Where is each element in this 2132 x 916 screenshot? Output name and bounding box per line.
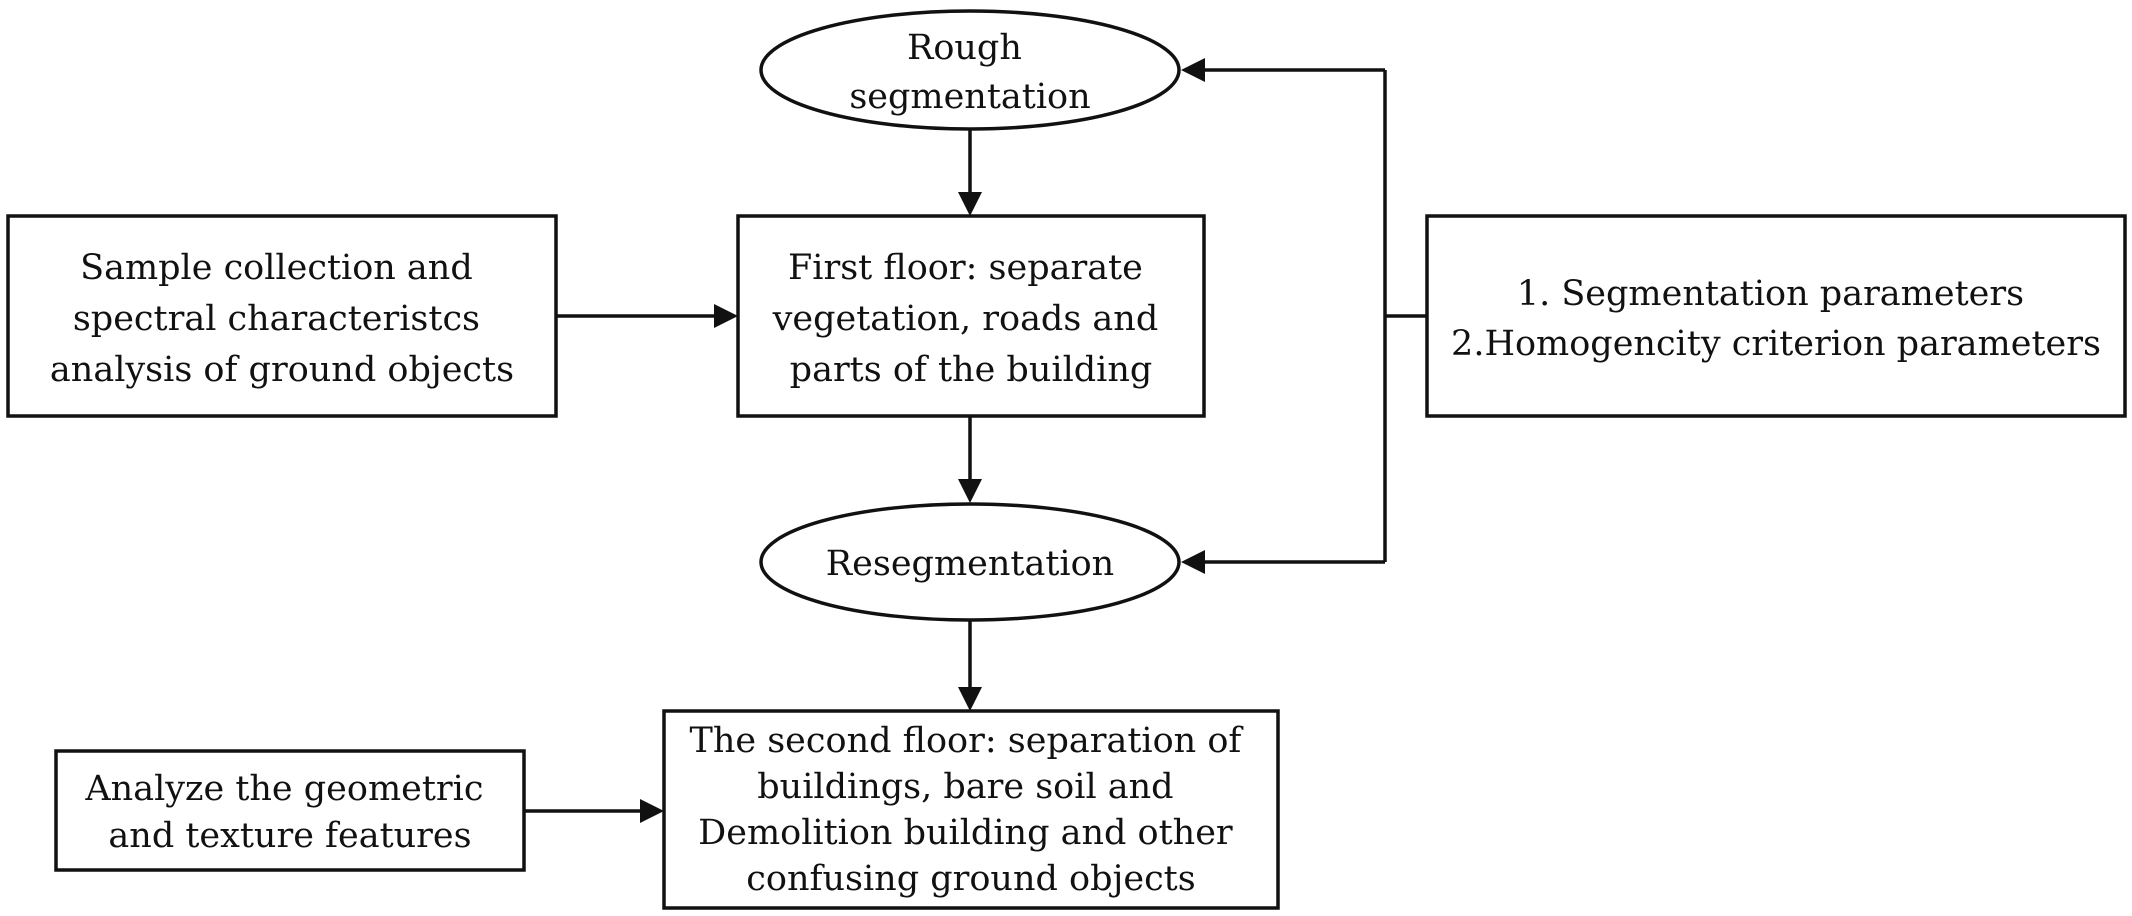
- svg-text:Sample collection and sp: Sample collection and spectral character…: [50, 248, 514, 390]
- second-floor-line-2: buildings, bare soil and: [757, 767, 1173, 807]
- edge-geometric-to-second-floor: [524, 799, 664, 823]
- sample-collection-line-3: analysis of ground objects: [50, 350, 514, 390]
- first-floor-line-3: parts of the building: [790, 350, 1153, 390]
- rough-segmentation-line-1: Rough: [907, 28, 1022, 68]
- svg-text:1. Segmentation parameters: 1. Segmentation parameters 2.Homogencity…: [1451, 274, 2101, 364]
- node-sample-collection: Sample collection and spectral character…: [6, 214, 558, 418]
- geometric-texture-line-1: Analyze the geometric: [84, 769, 483, 809]
- geometric-texture-line-2: and texture features: [108, 816, 471, 856]
- edge-parameters-feedback: [1181, 58, 1427, 574]
- svg-text:First floor: separate ve: First floor: separate vegetation, roads …: [772, 248, 1170, 390]
- node-geometric-texture: Analyze the geometric and texture featur…: [54, 749, 526, 872]
- svg-text:The second floor: separation o: The second floor: separation of building…: [690, 721, 1253, 899]
- node-rough-segmentation: Rough segmentation: [759, 9, 1181, 131]
- second-floor-line-1: The second floor: separation of: [690, 721, 1245, 761]
- node-resegmentation: Resegmentation: [759, 502, 1181, 622]
- first-floor-line-2: vegetation, roads and: [772, 299, 1159, 339]
- edges: [524, 58, 1427, 823]
- svg-text:Resegmentation: Resegmentation: [826, 544, 1114, 584]
- svg-text:Rough segmentation: Rough segmentation: [849, 28, 1090, 117]
- edge-resegmentation-to-second-floor: [958, 620, 982, 711]
- edge-sample-to-first-floor: [556, 304, 738, 328]
- second-floor-line-4: confusing ground objects: [746, 859, 1195, 899]
- sample-collection-line-2: spectral characteristcs: [73, 299, 480, 339]
- first-floor-line-1: First floor: separate: [788, 248, 1143, 288]
- parameters-line-2: 2.Homogencity criterion parameters: [1451, 324, 2101, 364]
- node-parameters: 1. Segmentation parameters 2.Homogencity…: [1425, 214, 2127, 418]
- second-floor-line-3: Demolition building and other: [698, 813, 1233, 853]
- sample-collection-line-1: Sample collection and: [80, 248, 473, 288]
- node-first-floor: First floor: separate vegetation, roads …: [736, 214, 1206, 418]
- edge-first-floor-to-resegmentation: [958, 416, 982, 503]
- resegmentation-line-1: Resegmentation: [826, 544, 1114, 584]
- parameters-line-1: 1. Segmentation parameters: [1517, 274, 2024, 314]
- edge-rough-to-first-floor: [958, 130, 982, 216]
- rough-segmentation-line-2: segmentation: [849, 77, 1090, 117]
- node-second-floor: The second floor: separation of building…: [662, 709, 1280, 910]
- svg-text:Analyze the geometric an: Analyze the geometric and texture featur…: [84, 769, 494, 856]
